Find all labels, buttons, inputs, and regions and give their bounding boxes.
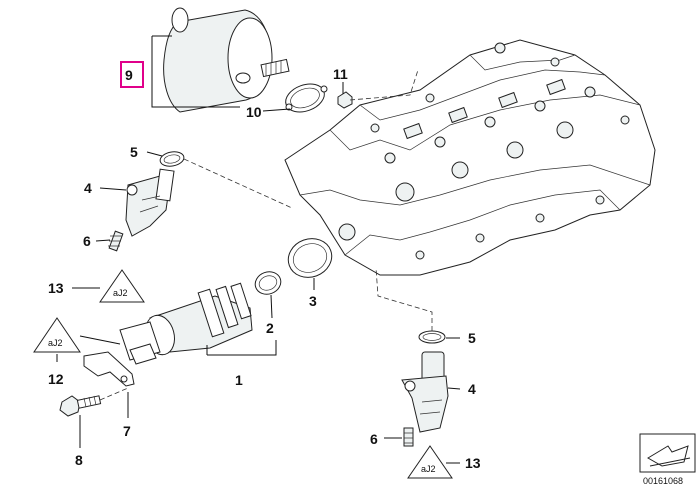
dashed-line-11 <box>349 69 419 101</box>
callout-9[interactable]: 9 <box>125 67 133 83</box>
callout-8[interactable]: 8 <box>75 452 83 468</box>
dashed-line-5-upper <box>183 158 293 209</box>
dashed-line-5-lower <box>375 267 433 331</box>
reference-code: 00161068 <box>643 476 683 486</box>
callout-2[interactable]: 2 <box>266 320 274 336</box>
solenoid-valve-part-1 <box>119 282 253 365</box>
callout-10[interactable]: 10 <box>246 104 262 120</box>
o-ring-part-upper <box>159 151 185 167</box>
cylinder-head <box>284 39 656 276</box>
warning-badge-left-text: aJ2 <box>48 338 63 348</box>
circlip-part <box>285 83 328 113</box>
callout-11[interactable]: 11 <box>333 66 348 82</box>
reference-box: 00161068 <box>639 433 696 486</box>
callout-6-lower[interactable]: 6 <box>370 431 378 447</box>
sensor-part-lower <box>401 351 449 433</box>
callout-13-lower[interactable]: 13 <box>465 455 481 471</box>
o-ring-part-2 <box>254 271 282 295</box>
warning-badge-upper: aJ2 <box>99 269 145 303</box>
warning-badge-left: aJ2 <box>33 317 81 353</box>
callout-6-upper[interactable]: 6 <box>83 233 91 249</box>
o-ring-part-large <box>287 238 333 278</box>
screw-part-lower <box>403 427 414 447</box>
o-ring-part-lower <box>418 330 446 344</box>
sensor-part-upper <box>125 168 175 237</box>
warning-badge-lower: aJ2 <box>407 445 453 479</box>
warning-badge-upper-text: aJ2 <box>113 288 128 298</box>
leader-lines <box>56 35 461 464</box>
screw-part-upper <box>108 230 124 252</box>
warning-badge-lower-text: aJ2 <box>421 464 436 474</box>
callout-4-lower[interactable]: 4 <box>468 381 476 397</box>
callout-5-upper[interactable]: 5 <box>130 144 138 160</box>
bolt-part-11 <box>337 91 353 109</box>
highlight-box-9 <box>120 61 144 88</box>
callout-3[interactable]: 3 <box>309 293 317 309</box>
callout-12[interactable]: 12 <box>48 371 64 387</box>
callout-1[interactable]: 1 <box>235 372 243 388</box>
solenoid-valve-part <box>163 7 290 113</box>
callout-13-upper[interactable]: 13 <box>48 280 64 296</box>
arrow-icon <box>647 445 689 467</box>
callout-4-upper[interactable]: 4 <box>84 180 92 196</box>
bracket-part <box>83 351 135 387</box>
dashed-line-8 <box>99 387 129 401</box>
callout-7[interactable]: 7 <box>123 423 131 439</box>
callout-5-lower[interactable]: 5 <box>468 330 476 346</box>
bolt-part-8 <box>59 395 102 417</box>
